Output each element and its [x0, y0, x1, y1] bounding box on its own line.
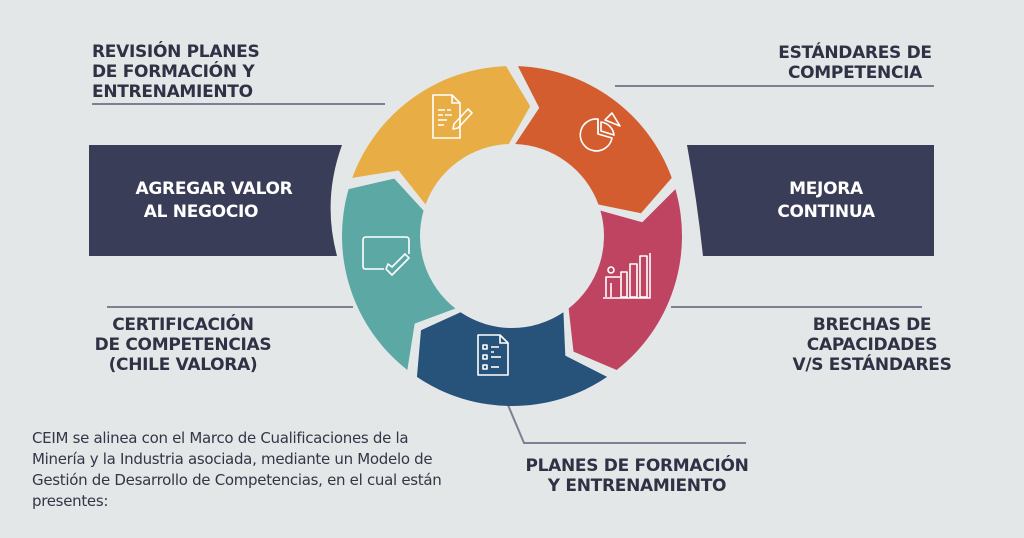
label-revision-planes: REVISIÓN PLANES DE FORMACIÓN Y ENTRENAMI…	[92, 42, 260, 102]
mejora-continua-box	[687, 145, 934, 256]
presentation-bar-chart-icon	[603, 253, 651, 299]
agregar-valor-box	[89, 145, 342, 256]
planes-connector	[507, 404, 746, 444]
description-text: CEIM se alinea con el Marco de Cualifica…	[32, 429, 442, 510]
agregar-valor-line2: AL NEGOCIO	[144, 202, 258, 222]
document-edit-icon	[432, 94, 473, 139]
segment-estandares	[515, 66, 672, 214]
agregar-valor-line1: AGREGAR VALOR	[136, 179, 293, 199]
segment-certificacion	[342, 178, 456, 370]
mejora-continua-line1: MEJORA	[789, 179, 864, 199]
label-brechas: BRECHAS DE CAPACIDADES V/S ESTÁNDARES	[792, 315, 952, 375]
mejora-continua-line2: CONTINUA	[777, 202, 875, 222]
label-estandares: ESTÁNDARES DE COMPETENCIA	[778, 43, 932, 83]
label-planes-formacion: PLANES DE FORMACIÓN Y ENTRENAMIENTO	[525, 456, 749, 496]
segment-revision-planes	[352, 66, 531, 205]
checklist-document-icon	[477, 334, 509, 376]
certificate-check-icon	[362, 236, 410, 276]
segment-brechas	[568, 189, 682, 370]
pie-chart-icon	[579, 112, 621, 152]
segment-planes-formacion	[416, 312, 608, 407]
cycle-segments	[342, 66, 682, 407]
label-certificacion: CERTIFICACIÓN DE COMPETENCIAS (CHILE VAL…	[94, 315, 272, 375]
